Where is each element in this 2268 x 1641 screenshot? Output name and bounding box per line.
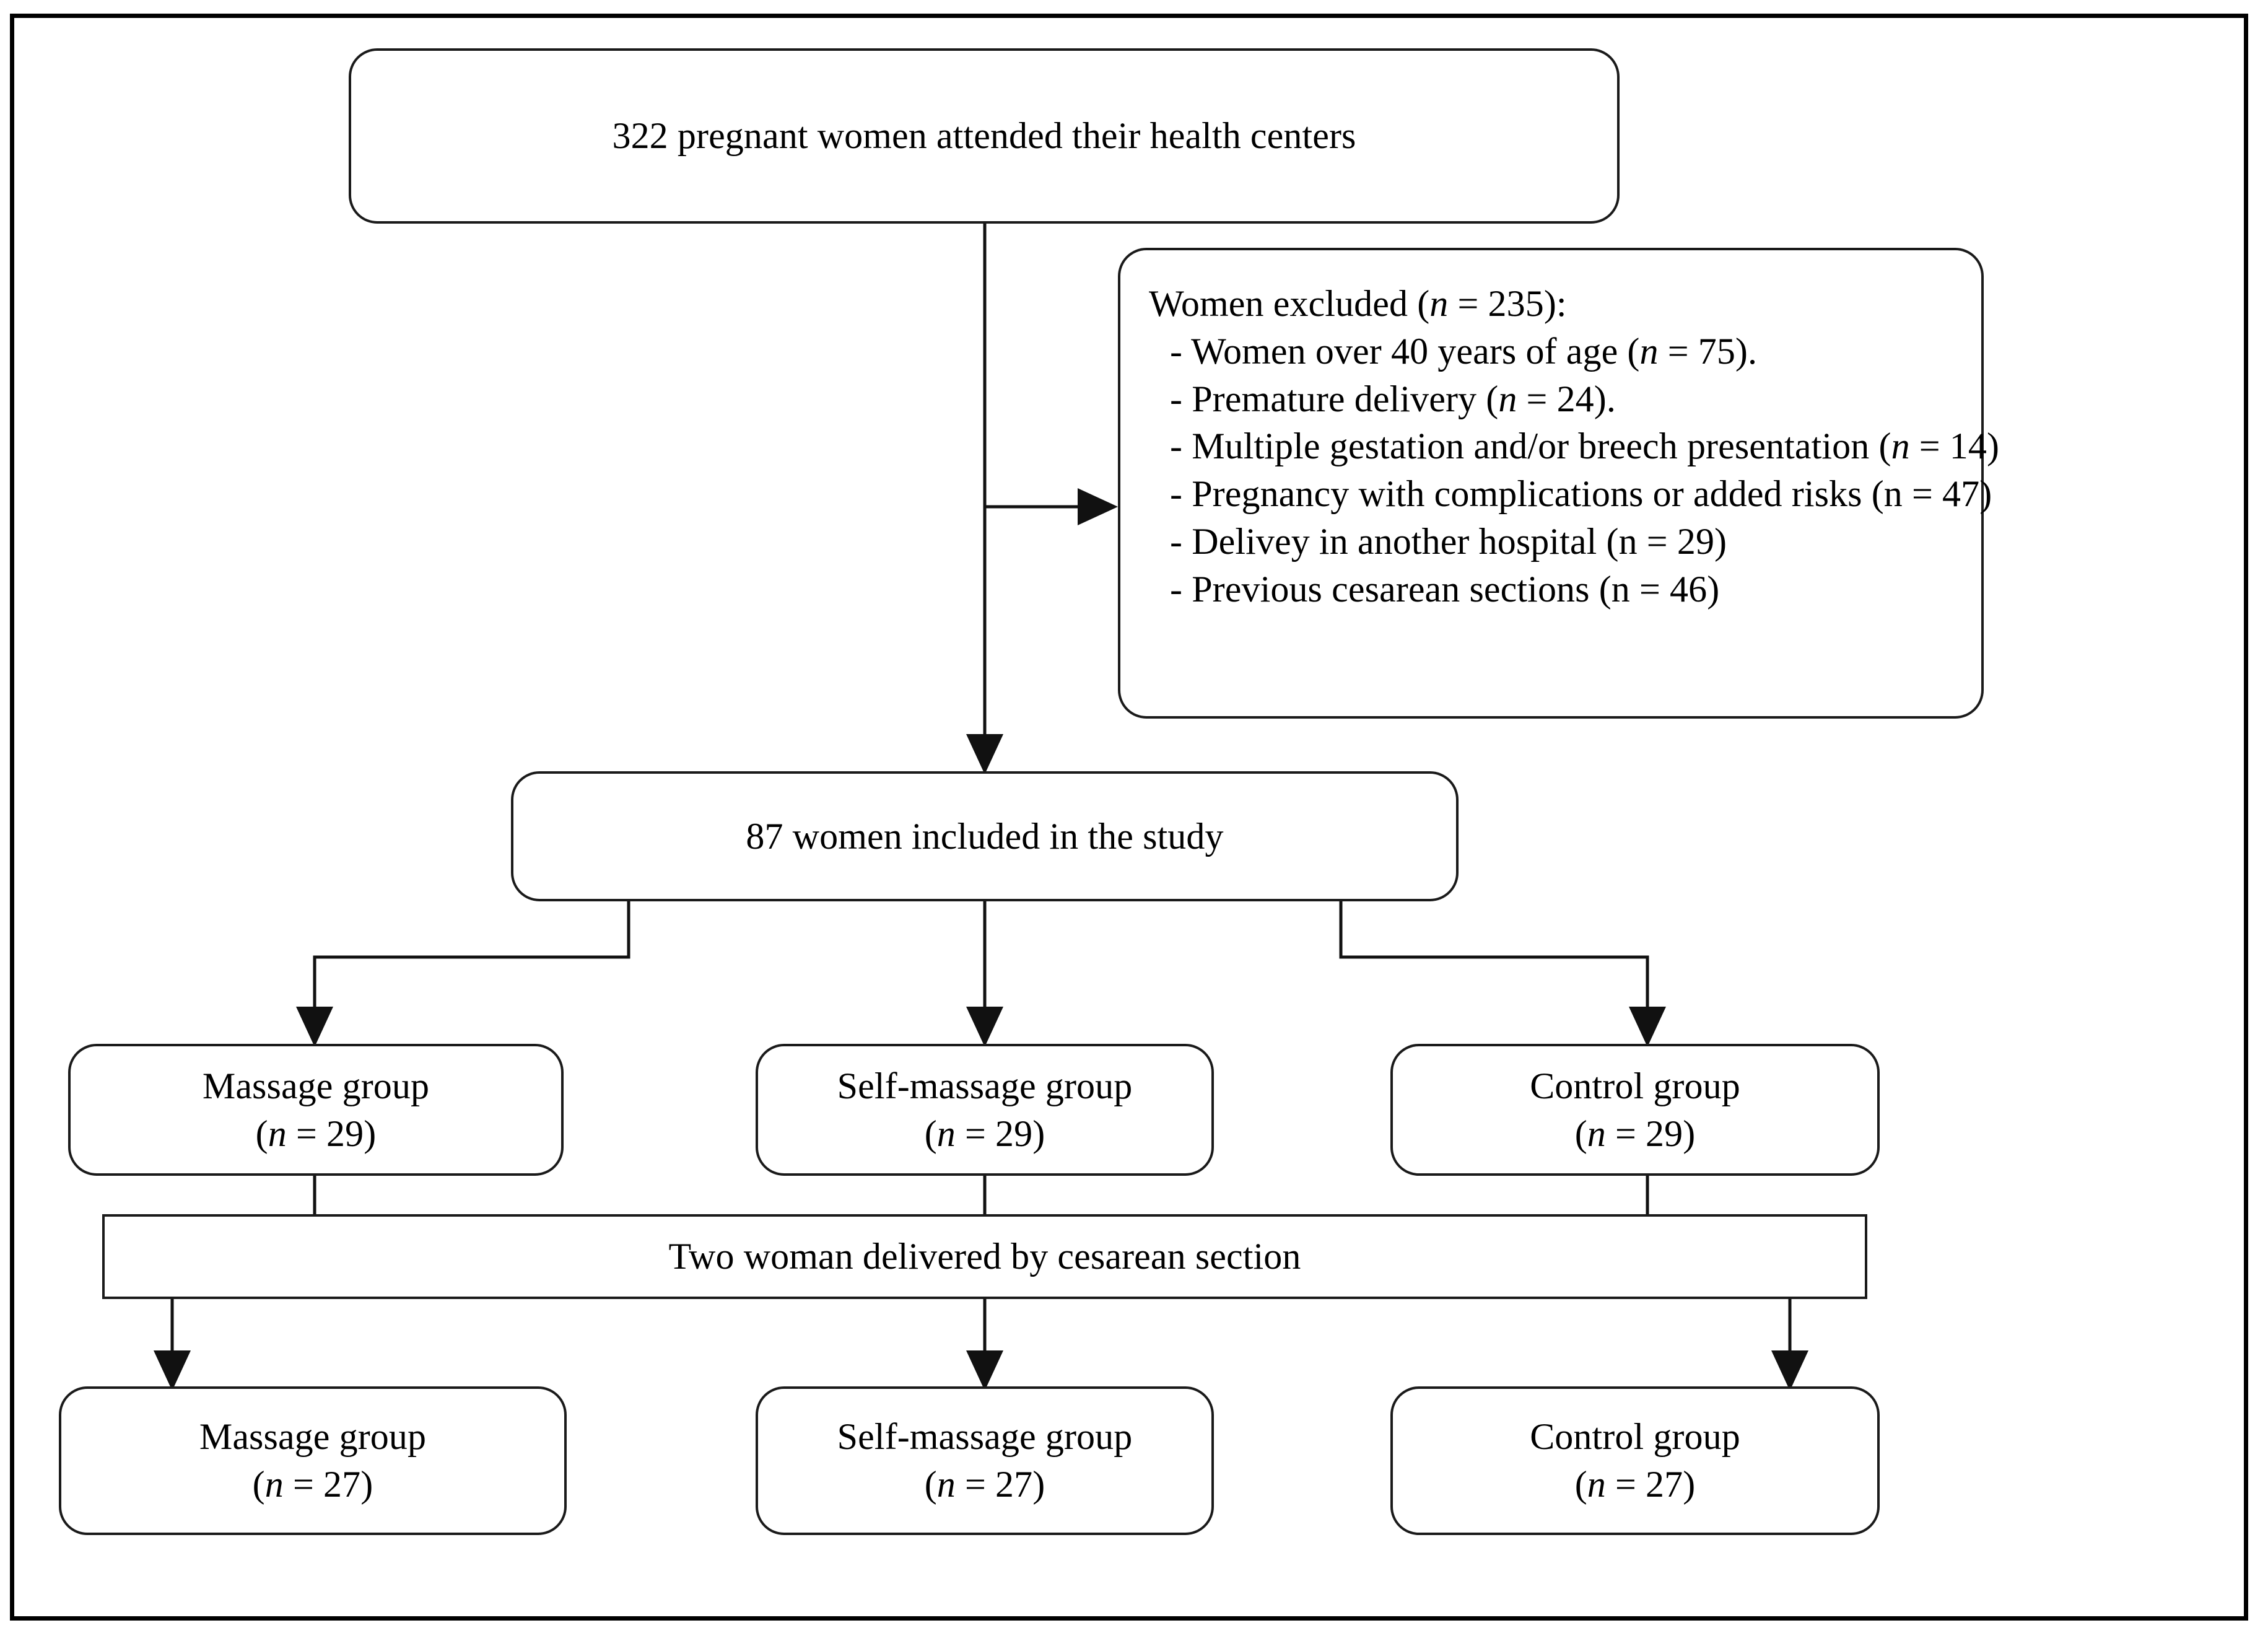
group-name: Massage group [202,1065,430,1106]
allocation-massage-text: Massage group (n = 29) [203,1062,429,1158]
analysis-control-text: Control group (n = 27) [1530,1413,1740,1508]
excluded-text-block: Women excluded (n = 235): - Women over 4… [1149,280,2000,613]
n-symbol: n [1883,473,1903,515]
group-count: (n = 29) [255,1113,377,1154]
analysis-massage-text: Massage group (n = 27) [199,1413,426,1508]
included-label: 87 women included in the study [746,815,1224,857]
group-name: Self-massage group [837,1065,1133,1106]
excluded-item-5: - Delivey in another hospital (n = 29) [1170,520,1727,562]
group-name: Control group [1530,1416,1740,1458]
node-analysis-massage[interactable]: Massage group (n = 27) [59,1386,567,1535]
node-enrollment[interactable]: 322 pregnant women attended their health… [349,48,1620,224]
group-count: (n = 29) [1574,1113,1696,1154]
italic-n-symbol: n [264,1464,284,1505]
allocation-selfmassage-text: Self-massage group (n = 29) [837,1062,1133,1158]
italic-n-symbol: n [1639,330,1659,372]
node-included[interactable]: 87 women included in the study [511,771,1459,901]
allocation-control-text: Control group (n = 29) [1530,1062,1740,1158]
group-name: Control group [1530,1065,1740,1106]
italic-n-symbol: n [936,1113,956,1154]
node-excluded[interactable]: Women excluded (n = 235): - Women over 4… [1118,248,2000,719]
group-name: Massage group [199,1416,427,1458]
attrition-label: Two woman delivered by cesarean section [668,1236,1301,1277]
group-count: (n = 27) [252,1464,373,1505]
excluded-item-2: - Premature delivery (n = 24). [1170,378,1616,419]
excluded-item-1: - Women over 40 years of age (n = 75). [1170,330,1758,372]
italic-n-symbol: n [1587,1464,1606,1505]
node-allocation-control[interactable]: Control group (n = 29) [1390,1044,1880,1176]
node-analysis-control[interactable]: Control group (n = 27) [1390,1386,1880,1535]
italic-n-symbol: n [936,1464,956,1505]
figure-border [10,14,2248,1621]
italic-n-symbol: n [1891,426,1910,467]
excluded-item-3: - Multiple gestation and/or breech prese… [1170,426,2000,467]
group-count: (n = 29) [924,1113,1045,1154]
node-analysis-selfmassage[interactable]: Self-massage group (n = 27) [756,1386,1214,1535]
italic-n-symbol: n [1498,378,1517,419]
group-count: (n = 27) [1574,1464,1696,1505]
analysis-selfmassage-text: Self-massage group (n = 27) [837,1413,1133,1508]
node-attrition-cesarean[interactable]: Two woman delivered by cesarean section [102,1214,1867,1299]
excluded-item-4: - Pregnancy with complications or added … [1170,473,1992,515]
group-name: Self-massage group [837,1416,1133,1458]
node-allocation-selfmassage[interactable]: Self-massage group (n = 29) [756,1044,1214,1176]
group-count: (n = 27) [924,1464,1045,1505]
excluded-heading: Women excluded (n = 235): [1149,283,1567,324]
enrollment-label: 322 pregnant women attended their health… [612,115,1356,157]
italic-n-symbol: n [268,1113,287,1154]
node-allocation-massage[interactable]: Massage group (n = 29) [68,1044,564,1176]
italic-n-symbol: n [1429,283,1449,324]
italic-n-symbol: n [1587,1113,1606,1154]
excluded-item-6: - Previous cesarean sections (n = 46) [1170,568,1720,610]
n-symbol: n [1618,520,1638,562]
n-symbol: n [1611,568,1630,610]
